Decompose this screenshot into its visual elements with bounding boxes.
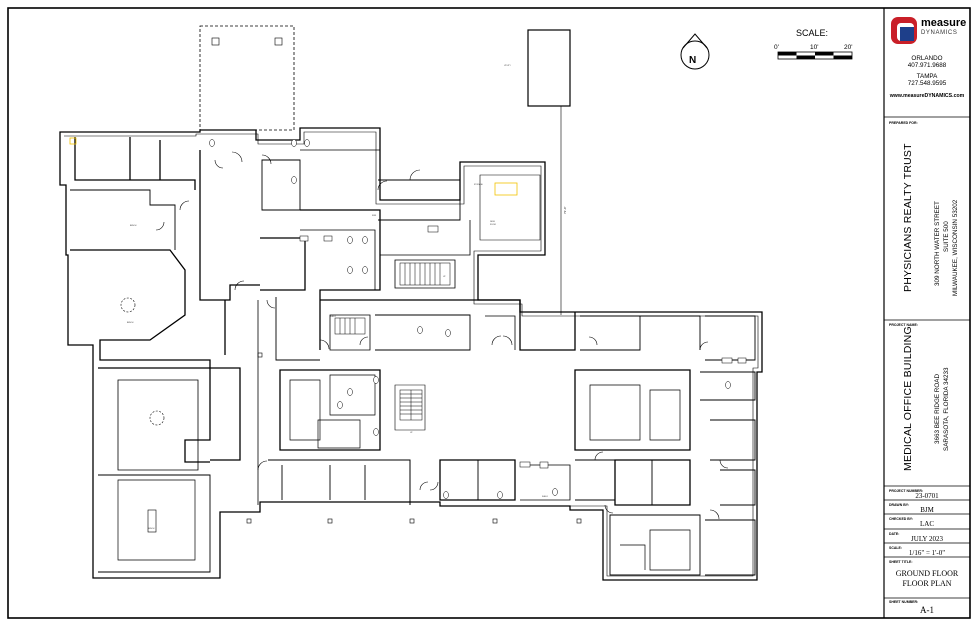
date-label: DATE: [889,532,900,536]
drawn-by: BJM [920,506,934,514]
project-number: 23-0701 [915,492,939,500]
door-swings [155,151,729,520]
office-city-1: ORLANDO [911,55,943,62]
sheet-number-label: SHEET NUMBER: [889,600,919,604]
scale-label: SCALE: [889,546,903,550]
highlight-marker [69,137,77,145]
room-label: DESK [490,221,495,223]
project-number-label: PROJECT NUMBER: [889,489,924,493]
client-name: PHYSICIANS REALTY TRUST [902,143,914,292]
scale-title: SCALE: [796,28,829,38]
client-address-1: 309 NORTH WATER STREET [934,201,941,286]
room-label: UTILITY [504,65,511,67]
room-label: UP [410,432,413,434]
scale-tick: 20' [844,44,853,51]
plumbing-fixtures [209,139,747,499]
room-label: BENCH [148,528,155,530]
sheet-title-line-1: GROUND FLOOR [895,569,959,578]
room-label: BENCH [130,225,137,227]
prepared-for-label: PREPARED FOR: [889,121,918,125]
scale-tick: 0' [774,44,779,51]
sheet-title-line-2: FLOOR PLAN [902,579,952,588]
north-arrow-letter: N [689,55,697,66]
room-label: STORAGE [474,184,483,186]
date-value: JULY 2023 [911,535,943,543]
office-phone-1: 407.971.9688 [907,62,947,69]
office-city-2: TAMPA [916,73,938,80]
project-address-1: 3663 BEE RIDGE ROAD [934,374,941,444]
room-label: SINK [372,215,377,217]
company-name: measure [921,17,967,29]
room-label: SHELF [542,496,548,498]
dimension-label: 71'-4" [563,206,567,214]
company-logo-mark [891,17,917,44]
stairs [334,262,451,421]
room-label: UP [443,276,446,278]
sheet-title-label: SHEET TITLE: [889,560,913,564]
office-phone-2: 727.548.9595 [907,80,947,87]
project-address-2: SARASOTA, FLORIDA 34233 [943,367,950,451]
scale-bar [777,51,853,60]
client-address-2: SUITE 500 [943,221,950,252]
north-arrow-icon [680,33,710,70]
scale-tick: 10' [810,44,819,51]
company-website: www.measureDYNAMICS.com [889,93,965,99]
scale-value: 1/16" = 1'-0" [908,549,946,557]
sheet-number: A-1 [920,605,934,615]
room-label: BENCH [127,322,134,324]
company-subname: DYNAMICS [921,30,958,36]
checked-by-label: CHECKED BY: [889,517,914,521]
project-name: MEDICAL OFFICE BUILDING [902,326,914,471]
drawn-by-label: DRAWN BY: [889,503,909,507]
project-name-label: PROJECT NAME: [889,323,918,327]
building-walls [59,25,763,581]
room-label: SHELF [330,316,336,318]
checked-by: LAC [920,520,934,528]
client-address-3: MILWAUKEE, WISCONSIN 53202 [952,199,959,296]
room-label: ROOM [490,224,496,226]
highlight-marker [494,182,518,196]
columns [120,37,582,533]
